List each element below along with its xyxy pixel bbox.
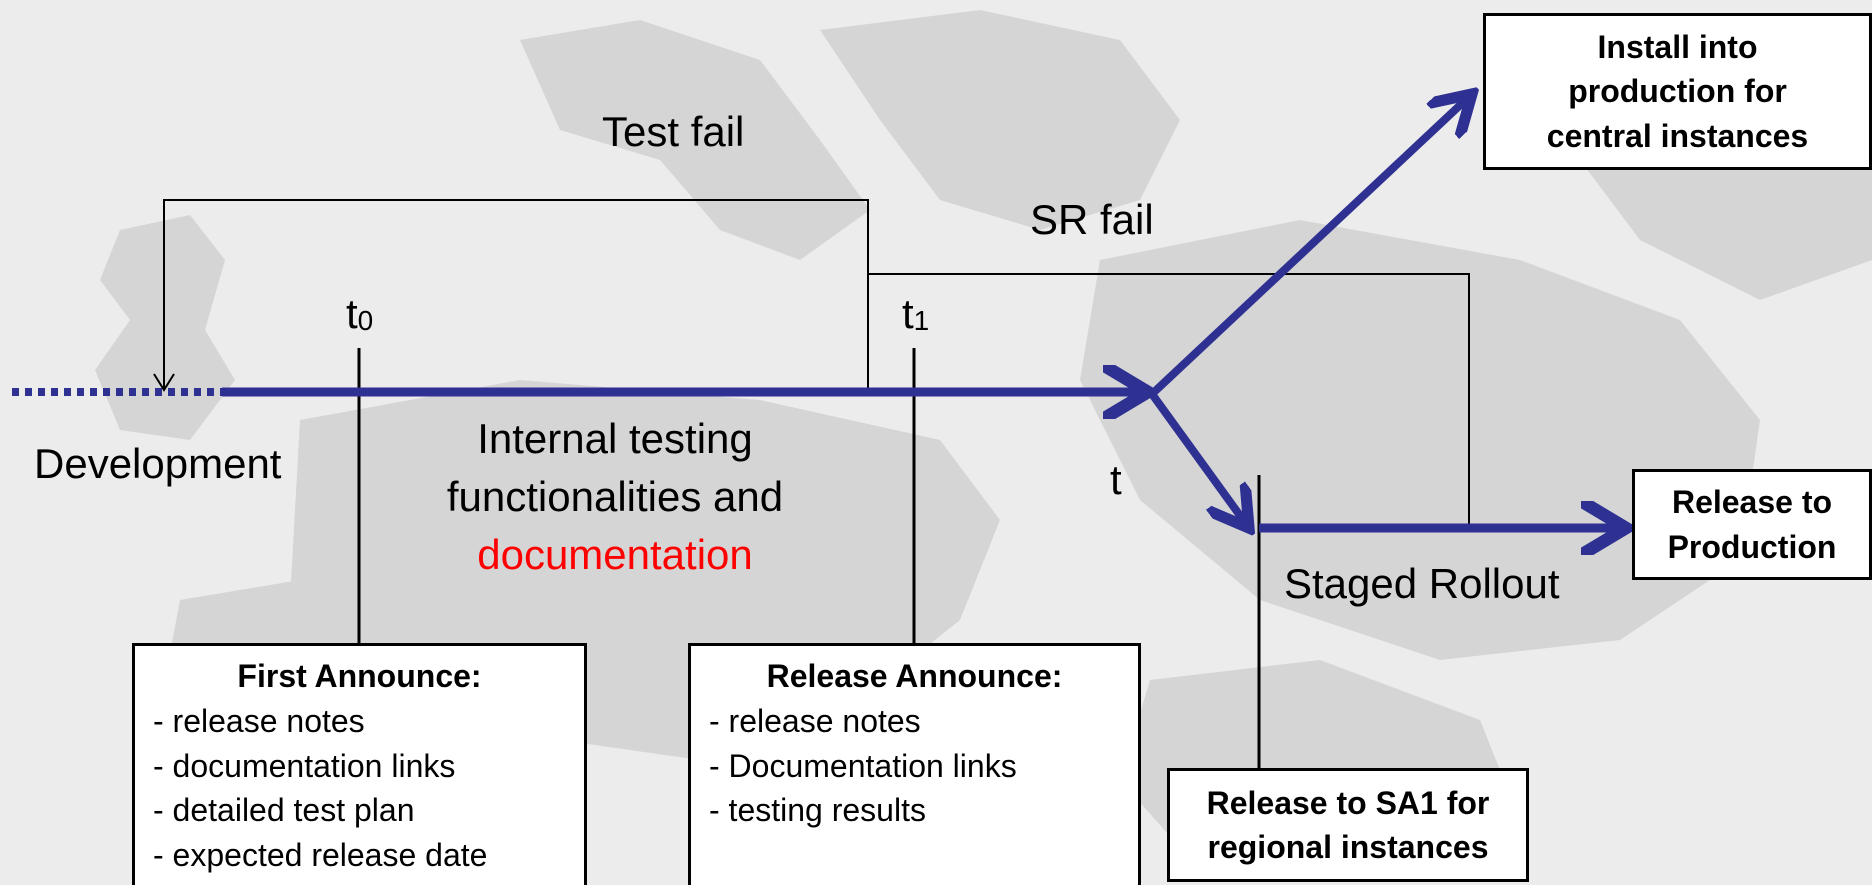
release-announce-item: - testing results <box>709 792 926 829</box>
release-sa1-line-2: regional instances <box>1207 829 1489 865</box>
t0-subscript: 0 <box>357 305 374 336</box>
internal-line-2: functionalities and <box>446 472 784 520</box>
release-production-line-1: Release to <box>1671 484 1833 521</box>
sr-fail-label: SR fail <box>1030 196 1154 243</box>
install-central-line-1: Install into <box>1597 29 1758 66</box>
first-announce-item: - release notes <box>153 702 365 739</box>
release-production-line-2: Production <box>1667 528 1837 565</box>
staged-rollout-label: Staged Rollout <box>1284 560 1560 607</box>
test-fail-label: Test fail <box>602 108 745 155</box>
test-fail-arrowhead <box>153 373 175 392</box>
t1-base: t <box>902 290 914 337</box>
install-central-line-2: production for <box>1568 73 1787 110</box>
internal-line-1: Internal testing <box>477 415 753 462</box>
first-announce-box: First Announce: - release notes - docume… <box>132 643 587 885</box>
internal-testing-label: Internal testing functionalities and doc… <box>405 410 825 584</box>
release-announce-box: Release Announce: - release notes - Docu… <box>688 643 1141 885</box>
sr-fail-loop <box>868 273 1470 528</box>
t-label: t <box>1110 456 1122 503</box>
install-central-line-3: central instances <box>1546 117 1809 154</box>
install-central-box: Install into production for central inst… <box>1483 13 1872 170</box>
t0-base: t <box>346 290 358 337</box>
first-announce-item: - detailed test plan <box>153 792 415 829</box>
release-sa1-line-1: Release to SA1 for <box>1206 784 1490 821</box>
development-label: Development <box>34 440 282 487</box>
first-announce-item: - documentation links <box>153 747 456 784</box>
release-announce-title: Release Announce: <box>766 658 1063 694</box>
staged-branch-arrow <box>1148 391 1249 528</box>
release-sa1-box: Release to SA1 for regional instances <box>1167 768 1529 882</box>
first-announce-title: First Announce: <box>237 658 482 694</box>
release-announce-item: - release notes <box>709 702 921 739</box>
release-announce-item: - Documentation links <box>709 747 1017 784</box>
release-production-box: Release to Production <box>1632 469 1872 580</box>
t1-subscript: 1 <box>913 305 930 336</box>
central-branch-arrow <box>1149 94 1472 397</box>
t1-label: t1 <box>902 290 929 338</box>
first-announce-item: - expected release date <box>153 837 488 874</box>
internal-line-3-documentation: documentation <box>477 530 753 578</box>
t0-label: t0 <box>346 290 373 338</box>
test-fail-loop <box>163 199 869 392</box>
